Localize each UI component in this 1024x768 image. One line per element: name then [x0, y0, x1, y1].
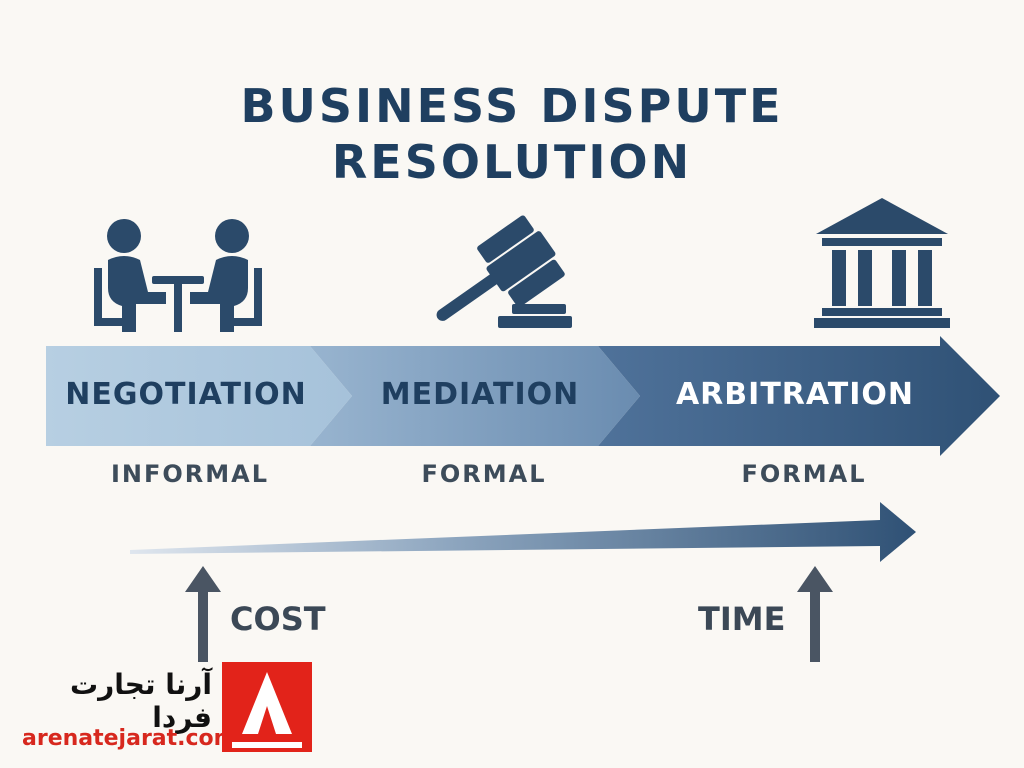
stage-label-mediation: MEDIATION [380, 377, 580, 412]
title-line-1: BUSINESS DISPUTE [240, 79, 784, 133]
stage-label-negotiation: NEGOTIATION [65, 377, 307, 412]
stage-segment-arbitration [598, 336, 1000, 456]
time-up-arrow-icon [797, 566, 833, 662]
time-label: TIME [698, 600, 786, 638]
negotiation-people-table-icon [94, 219, 262, 332]
stage-sublabel-mediation: FORMAL [421, 460, 547, 488]
brand-name: آرنا تجارت فردا [70, 668, 212, 734]
tapered-progress-arrow [130, 502, 916, 562]
stage-segment-negotiation [46, 346, 352, 446]
page-title: BUSINESS DISPUTE RESOLUTION [0, 78, 1024, 190]
stage-sublabel-negotiation: INFORMAL [110, 460, 270, 488]
brand-url: arenatejarat.com [22, 726, 237, 751]
arena-logo-icon [222, 662, 312, 752]
cost-label: COST [230, 600, 326, 638]
title-line-2: RESOLUTION [331, 135, 693, 189]
stage-sublabel-arbitration: FORMAL [741, 460, 867, 488]
stage-arrow-band [46, 336, 1000, 456]
gavel-icon [436, 215, 572, 328]
stage-segment-mediation [310, 346, 640, 446]
cost-up-arrow-icon [185, 566, 221, 662]
courthouse-icon [814, 198, 950, 328]
stage-label-arbitration: ARBITRATION [675, 377, 915, 412]
